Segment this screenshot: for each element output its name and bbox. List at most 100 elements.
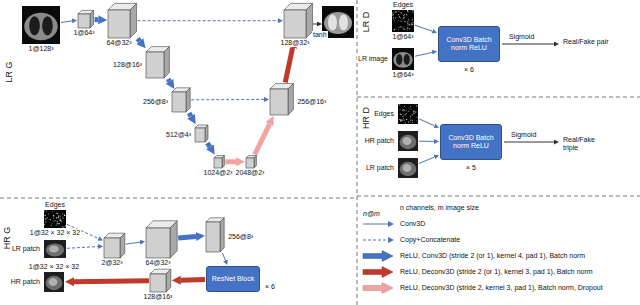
edge-speck bbox=[64, 215, 65, 216]
edge-speck bbox=[407, 10, 408, 11]
size-label: LR patch bbox=[365, 164, 395, 172]
edge-speck bbox=[401, 120, 402, 121]
lung bbox=[328, 15, 337, 31]
size-label: Edges bbox=[44, 201, 66, 209]
cube-side bbox=[166, 269, 171, 292]
size-label: 256@8³ bbox=[142, 98, 169, 106]
cube-side bbox=[205, 125, 208, 142]
size-label: HR patch bbox=[10, 278, 41, 286]
size-label: 128@16³ bbox=[143, 293, 174, 301]
size-label: 2@32³ bbox=[100, 259, 123, 267]
edge-speck bbox=[55, 220, 56, 221]
edge-speck bbox=[416, 105, 417, 106]
output-arrow bbox=[502, 44, 554, 45]
image-ground bbox=[44, 210, 66, 228]
edge-speck bbox=[61, 221, 62, 222]
node-shape bbox=[44, 210, 66, 228]
layer-box: ResNet Block bbox=[206, 266, 260, 292]
cube-side bbox=[220, 218, 224, 252]
legend-row: ReLU, Deconv3D (stride 2 (or 1), kernel … bbox=[362, 265, 638, 279]
legend-text: ReLU, Conv3D (stride 2 (or 1), kernel 4,… bbox=[400, 252, 585, 260]
image-ground bbox=[22, 6, 60, 44]
edge-speck bbox=[402, 27, 403, 28]
edge-speck bbox=[403, 118, 404, 119]
tissue bbox=[403, 137, 412, 145]
annotation: Sigmoid bbox=[510, 131, 537, 139]
legend-text: ReLU, Deconv3D (stride 2, kernel 3, pad … bbox=[400, 284, 603, 292]
edge-speck bbox=[400, 17, 401, 18]
tissue bbox=[46, 243, 64, 256]
edge-speck bbox=[408, 25, 409, 26]
annotation: Real/Fake pair bbox=[562, 38, 610, 46]
edge-speck bbox=[405, 114, 406, 115]
panel-name: HR G bbox=[2, 226, 12, 251]
legend-line-sample bbox=[362, 234, 396, 246]
image-patch: LR patch bbox=[44, 240, 66, 258]
edge-speck bbox=[52, 223, 53, 224]
edge-speck bbox=[406, 119, 407, 120]
edge-speck bbox=[412, 19, 413, 20]
edge-speck bbox=[411, 121, 412, 122]
node-shape bbox=[392, 48, 414, 70]
annotation: × 6 bbox=[463, 66, 475, 74]
size-label: Edges bbox=[392, 1, 414, 9]
layer-arrow bbox=[285, 48, 292, 83]
size-label: 1024@2³ bbox=[203, 169, 234, 177]
edge-speck bbox=[63, 218, 64, 219]
edge-speck bbox=[56, 217, 57, 218]
cube-side bbox=[120, 233, 125, 258]
size-label: LR image bbox=[357, 55, 389, 63]
edge-speck bbox=[58, 216, 59, 217]
edge-speck bbox=[401, 12, 402, 13]
edge-speck bbox=[412, 114, 413, 115]
volume-cube: 256@8³ bbox=[206, 222, 220, 252]
conv-link bbox=[419, 119, 434, 126]
cube-side bbox=[170, 221, 177, 258]
edge-speck bbox=[399, 16, 400, 17]
edge-speck bbox=[62, 227, 63, 228]
legend-swatch-frame bbox=[362, 266, 396, 278]
edge-speck bbox=[58, 223, 59, 224]
layer-arrow bbox=[225, 159, 236, 164]
volume-cube: 256@8³ bbox=[172, 92, 186, 112]
edge-speck bbox=[60, 219, 61, 220]
edge-speck bbox=[404, 29, 405, 30]
output-arrow bbox=[504, 142, 554, 143]
edge-speck bbox=[400, 121, 401, 122]
edge-speck bbox=[399, 119, 400, 120]
cube-side bbox=[186, 88, 190, 112]
edge-speck bbox=[401, 13, 402, 14]
node-shape bbox=[246, 158, 254, 168]
layer-arrow bbox=[181, 277, 205, 283]
conv-link bbox=[419, 141, 434, 142]
edge-speck bbox=[62, 226, 63, 227]
annotation: tanh bbox=[312, 31, 328, 39]
conv-link bbox=[419, 157, 434, 163]
cube-front bbox=[206, 222, 220, 252]
volume-cube: 128@16³ bbox=[150, 274, 166, 292]
edge-speck bbox=[398, 29, 399, 30]
edge-map-image: Edges bbox=[398, 104, 418, 124]
tissue bbox=[46, 276, 63, 290]
edge-speck bbox=[408, 111, 409, 112]
edge-speck bbox=[415, 112, 416, 113]
node-shape bbox=[78, 14, 90, 28]
edge-speck bbox=[409, 28, 410, 29]
size-label: 256@16³ bbox=[296, 98, 327, 106]
edge-speck bbox=[395, 29, 396, 30]
edge-speck bbox=[408, 11, 409, 12]
cube-front bbox=[78, 14, 90, 28]
image-ground bbox=[398, 158, 418, 178]
size-label: 256@8³ bbox=[227, 233, 254, 241]
edge-speck bbox=[57, 213, 58, 214]
volume-cube: 512@4³ bbox=[195, 128, 205, 142]
volume-cube: 64@32³ bbox=[146, 228, 170, 258]
edge-speck bbox=[60, 220, 61, 221]
legend-sample bbox=[362, 282, 396, 294]
edge-speck bbox=[53, 218, 54, 219]
node-shape bbox=[108, 10, 130, 38]
legend-sample bbox=[362, 234, 396, 246]
edge-speck bbox=[57, 221, 58, 222]
image-ground bbox=[398, 104, 418, 124]
